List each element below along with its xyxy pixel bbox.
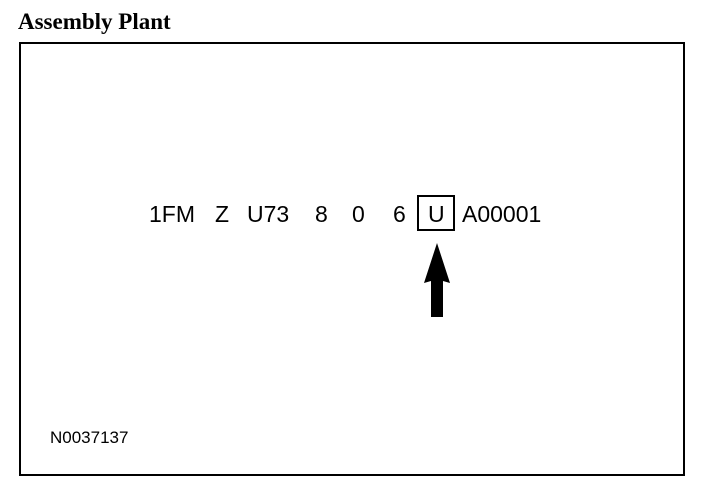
figure-id: N0037137 [50,428,129,447]
vin-segment-model-year: 6 [393,201,406,227]
diagram-frame [19,42,685,476]
pointer-arrow-icon [424,243,450,317]
vin-segment-engine: 8 [315,201,328,227]
vin-segment-wmi: 1FM [149,201,195,227]
vin-segment-check-digit: 0 [352,201,365,227]
vin-segment-model: U73 [247,201,290,227]
assembly-plant-highlight-box [417,195,455,231]
vin-segment-serial-number: A00001 [462,201,542,227]
vin-segment-assembly-plant: U [428,201,445,227]
vin-segment-restraint: Z [215,201,230,227]
figure-title: Assembly Plant [18,9,171,34]
